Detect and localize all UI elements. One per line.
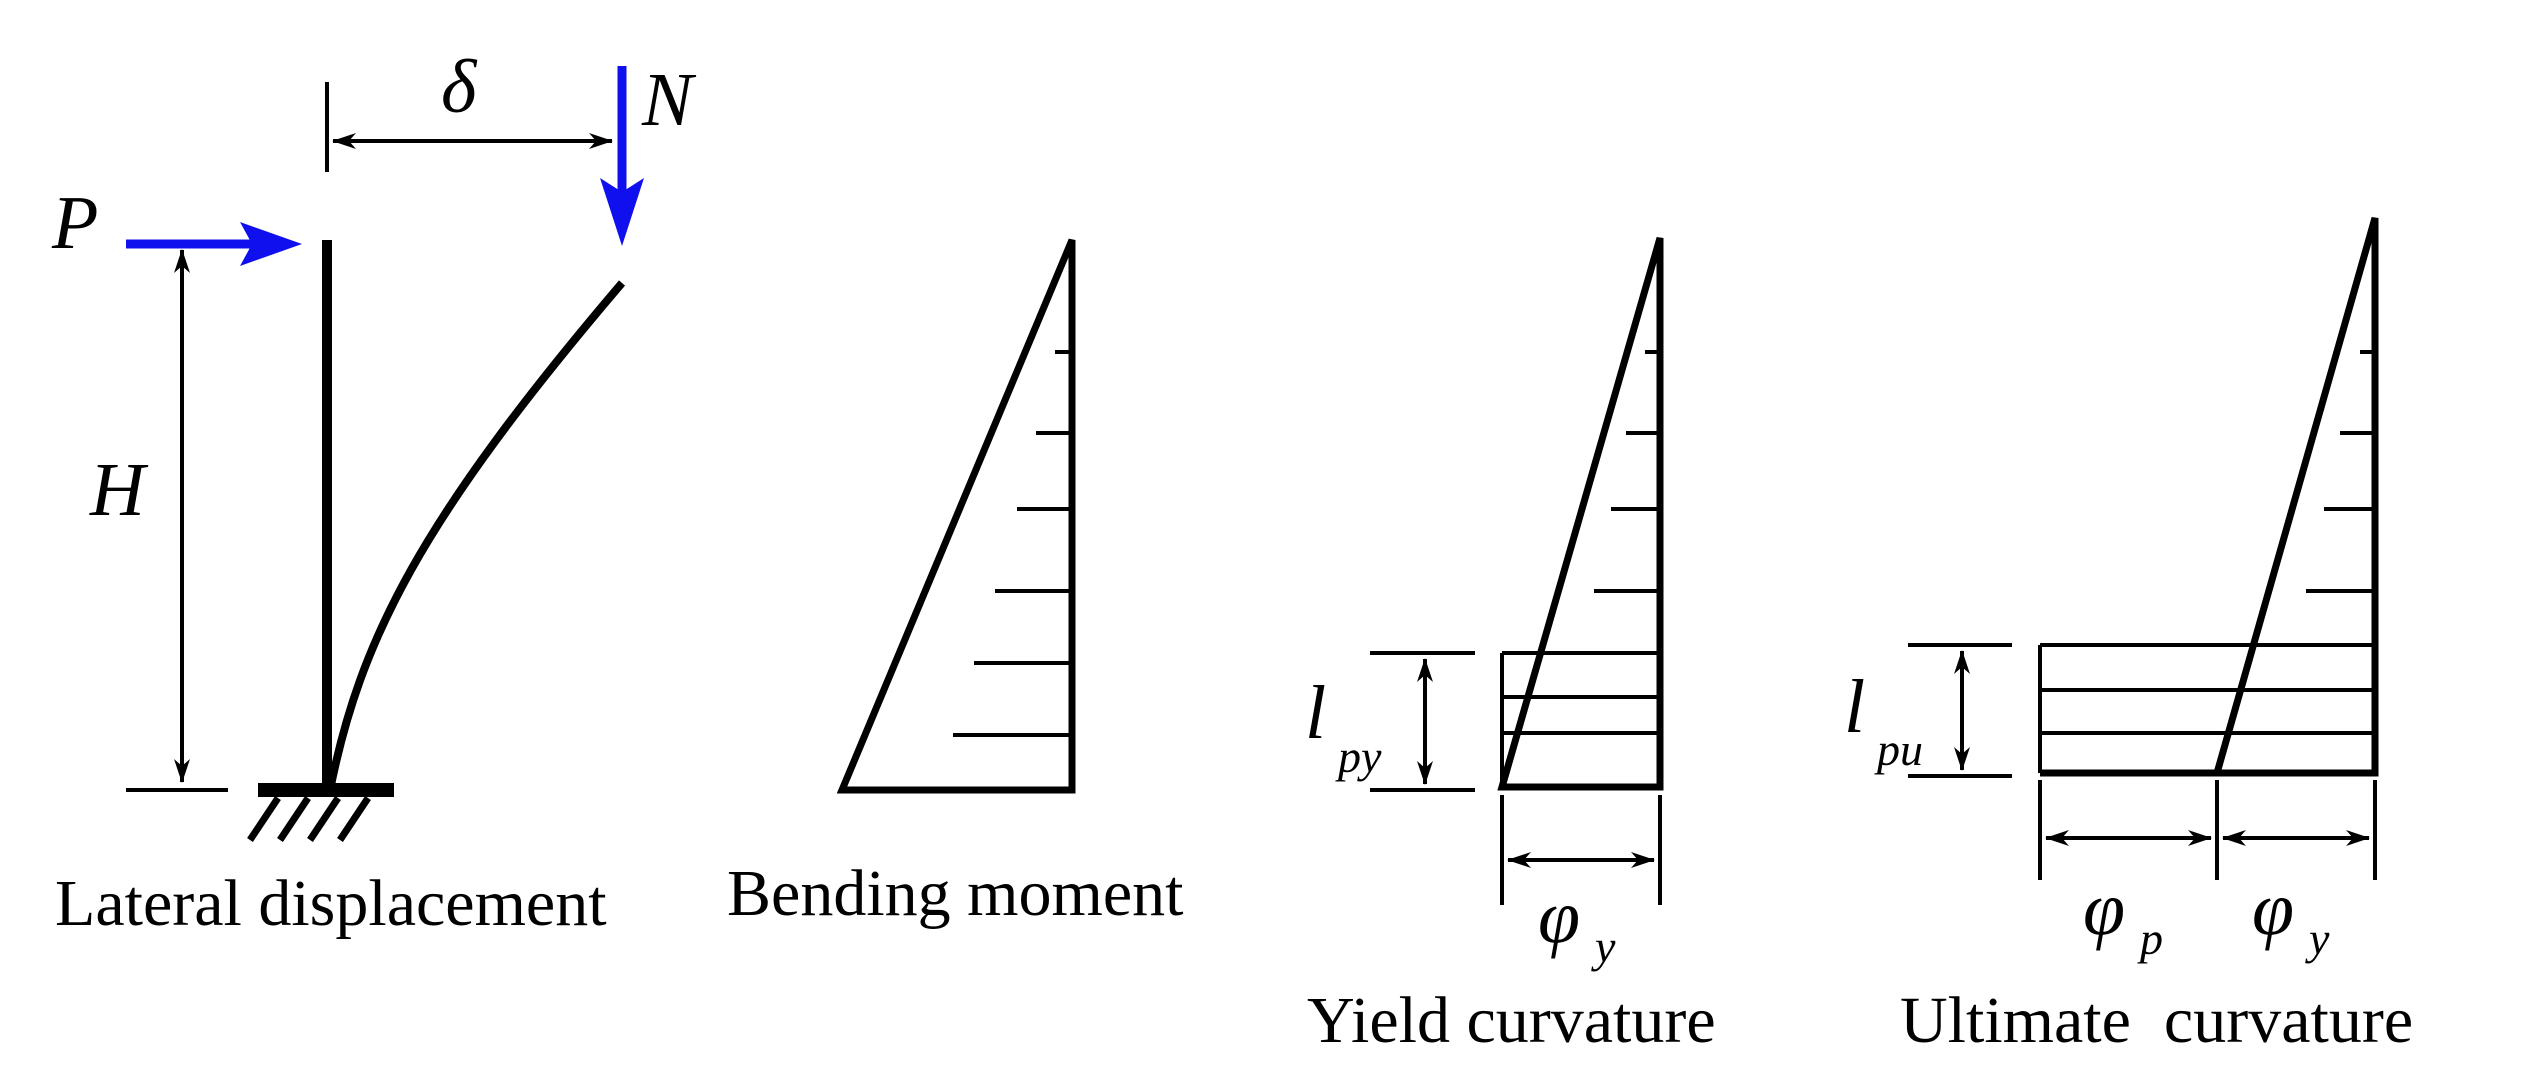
phi-p-subscript: p: [2137, 913, 2163, 964]
lpu-label: l: [1844, 665, 1865, 749]
delta-label: δ: [441, 45, 478, 129]
ultimate-plastic-zone: [2038, 643, 2375, 777]
phi-p-label: φ: [2083, 867, 2125, 951]
deformed-column: [326, 280, 626, 791]
lateral-displacement-panel: H δ P N Lateral displacement: [51, 45, 697, 940]
phi-y2-label: φ: [2252, 867, 2294, 951]
height-label: H: [89, 448, 149, 532]
yield-curvature-caption: Yield curvature: [1307, 984, 1716, 1057]
ultimate-curvature-panel: l pu φ p φ y Ultimate curvature: [1844, 217, 2413, 1057]
phi-y-subscript: y: [1591, 921, 1616, 972]
load-p-arrowhead: [240, 222, 302, 266]
yield-curvature-triangle: [1497, 237, 1664, 791]
phi-y-label: φ: [1538, 875, 1580, 959]
yield-curvature-panel: l py φ y Yield curvature: [1305, 237, 1716, 1057]
moment-hatch-lines: [953, 350, 1072, 737]
load-n-label: N: [641, 58, 697, 142]
ultimate-curvature-triangle: [2212, 217, 2379, 777]
load-p-label: P: [51, 181, 98, 265]
lpu-subscript: pu: [1874, 724, 1923, 775]
yield-hatch-lines: [1594, 350, 1660, 593]
lpy-subscript: py: [1335, 731, 1382, 782]
bending-moment-caption: Bending moment: [727, 857, 1183, 930]
ultimate-hatch-lines: [2306, 350, 2375, 593]
load-n-arrowhead: [600, 178, 644, 246]
fixed-base: [258, 783, 394, 797]
ultimate-curvature-caption: Ultimate curvature: [1900, 984, 2413, 1057]
lpy-label: l: [1305, 671, 1326, 755]
bending-moment-panel: Bending moment: [727, 238, 1183, 930]
phi-y2-subscript: y: [2305, 913, 2330, 964]
lateral-displacement-caption: Lateral displacement: [55, 867, 607, 940]
yield-plastic-zone: [1500, 651, 1660, 787]
moment-triangle: [836, 238, 1076, 794]
base-hatching: [247, 796, 371, 842]
